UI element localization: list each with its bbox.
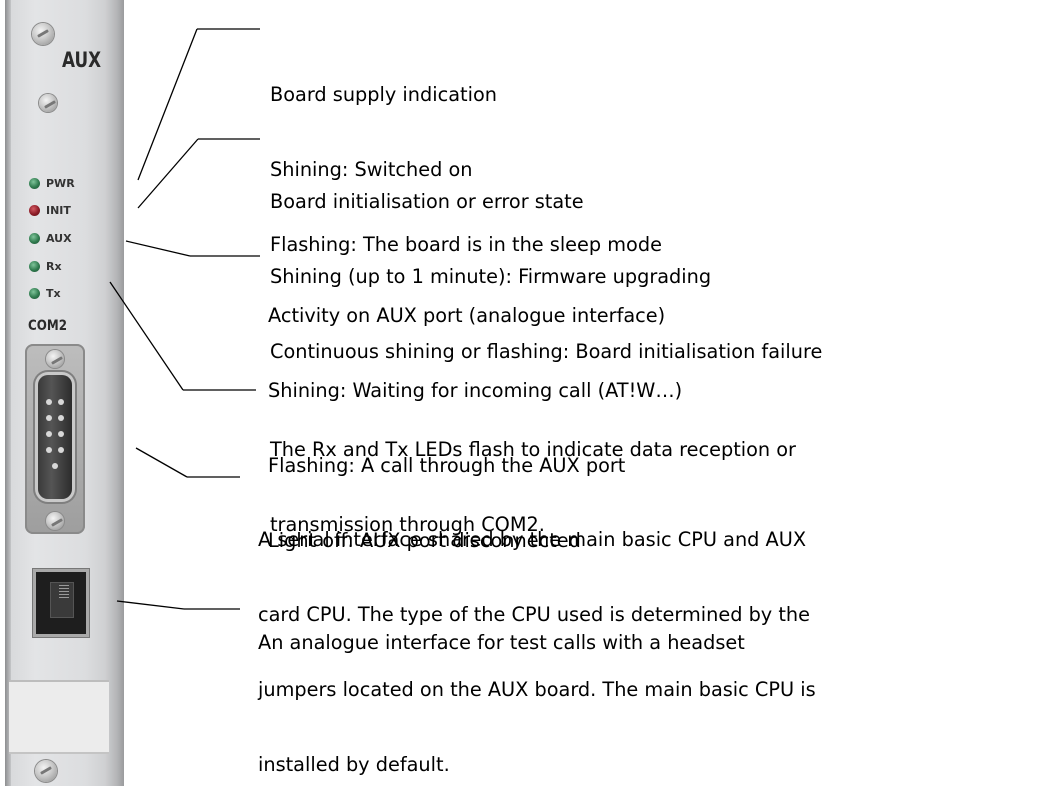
aux-led-icon — [29, 233, 40, 244]
led-label: Rx — [46, 260, 62, 273]
annotation-line: Continuous shining or flashing: Board in… — [270, 340, 823, 363]
annotation-line: Board initialisation or error state — [270, 190, 584, 213]
annotation-line: Light off: AUX port disconnected — [268, 529, 581, 552]
annotation-line: Shining: Switched on — [270, 158, 473, 181]
label-slot — [9, 680, 109, 754]
com2-label: COM2 — [28, 318, 67, 334]
led-label: Tx — [46, 287, 61, 300]
top-screw-icon — [32, 23, 54, 45]
annotation-headset: An analogue interface for test calls wit… — [258, 580, 745, 680]
annotation-line: transmission through COM2. — [270, 513, 545, 536]
led-rx: Rx — [29, 260, 62, 273]
rx-led-icon — [29, 261, 40, 272]
com2-serial-connector — [38, 375, 72, 499]
annotation-line: installed by default. — [258, 753, 450, 776]
annotation-line: jumpers located on the AUX board. The ma… — [258, 678, 816, 701]
leader-pwr — [137, 28, 198, 181]
annotation-line: Flashing: The board is in the sleep mode — [270, 233, 662, 256]
annotation-line: A serial interface shared by the main ba… — [258, 528, 807, 551]
annotation-line: Board supply indication — [270, 83, 497, 106]
leader-headset — [116, 600, 185, 610]
annotation-line: Shining: Waiting for incoming call (AT!W… — [268, 379, 683, 402]
panel-title: AUX — [62, 48, 102, 72]
led-aux: AUX — [29, 232, 72, 245]
annotation-line: Activity on AUX port (analogue interface… — [268, 304, 666, 327]
upper-screw-icon — [39, 94, 57, 112]
led-label: INIT — [46, 204, 71, 217]
led-tx: Tx — [29, 287, 61, 300]
led-label: AUX — [46, 232, 72, 245]
headset-jack — [33, 569, 89, 637]
leader-com2 — [135, 447, 188, 478]
com2-upper-screw-icon — [46, 350, 64, 368]
pwr-led-icon — [29, 178, 40, 189]
tx-led-icon — [29, 288, 40, 299]
annotation-line: Flashing: A call through the AUX port — [268, 454, 626, 477]
aux-board-front-panel: AUX PWR INIT AUX Rx Tx COM2 — [5, 0, 124, 786]
led-label: PWR — [46, 177, 75, 190]
annotation-line: An analogue interface for test calls wit… — [258, 631, 745, 654]
annotation-aux: Activity on AUX port (analogue interface… — [268, 253, 682, 578]
led-init: INIT — [29, 204, 71, 217]
annotation-rx-tx: The Rx and Tx LEDs flash to indicate dat… — [270, 387, 796, 562]
init-led-icon — [29, 205, 40, 216]
annotation-line: The Rx and Tx LEDs flash to indicate dat… — [270, 438, 796, 461]
annotation-line: card CPU. The type of the CPU used is de… — [258, 603, 810, 626]
leader-init — [137, 138, 199, 209]
annotation-line: Shining (up to 1 minute): Firmware upgra… — [270, 265, 712, 288]
annotation-init: Board initialisation or error state Shin… — [270, 139, 822, 389]
bottom-screw-icon — [35, 760, 57, 782]
annotation-com2: A serial interface shared by the main ba… — [258, 477, 816, 802]
led-pwr: PWR — [29, 177, 75, 190]
annotation-pwr: Board supply indication Shining: Switche… — [270, 32, 662, 282]
com2-lower-screw-icon — [46, 512, 64, 530]
leader-aux — [125, 240, 191, 257]
